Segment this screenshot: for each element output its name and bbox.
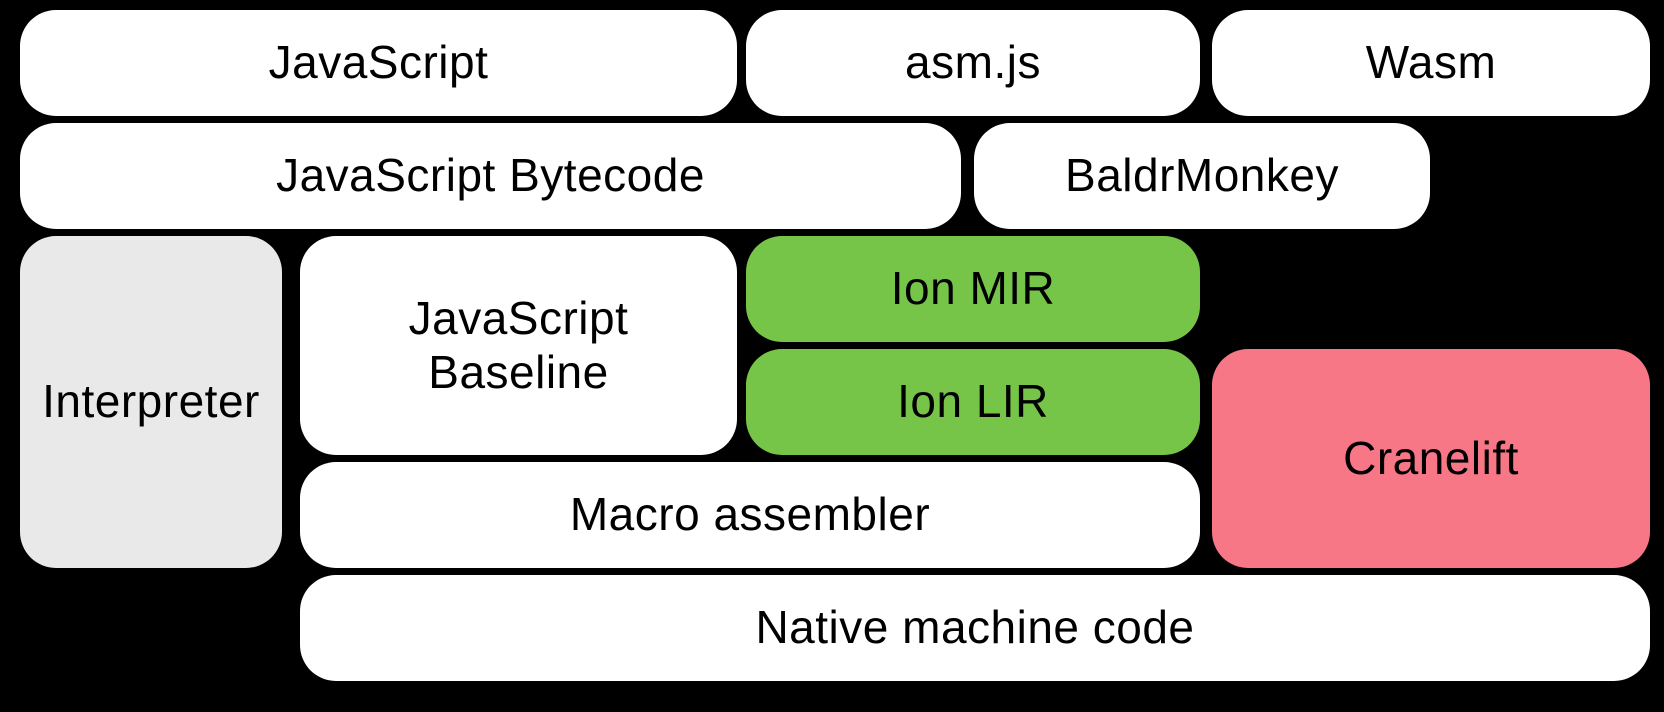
box-wasm: Wasm (1212, 10, 1650, 116)
box-interpreter: Interpreter (20, 236, 282, 568)
box-baldrmonkey: BaldrMonkey (974, 123, 1430, 229)
box-javascript: JavaScript (20, 10, 737, 116)
box-javascript-bytecode: JavaScript Bytecode (20, 123, 961, 229)
box-javascript-baseline: JavaScript Baseline (300, 236, 737, 455)
box-ion-mir: Ion MIR (746, 236, 1200, 342)
box-ion-lir: Ion LIR (746, 349, 1200, 455)
box-macro-assembler: Macro assembler (300, 462, 1200, 568)
box-asmjs: asm.js (746, 10, 1200, 116)
box-cranelift: Cranelift (1212, 349, 1650, 568)
box-native-machine-code: Native machine code (300, 575, 1650, 681)
